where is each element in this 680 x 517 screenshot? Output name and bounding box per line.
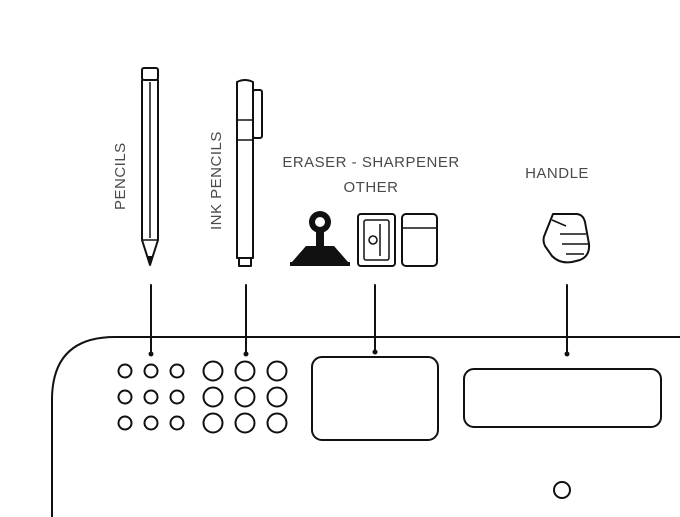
pencil-hole (117, 415, 133, 431)
pencil-hole (117, 363, 133, 379)
ink-pencil-hole (202, 412, 224, 434)
ink-pencil-hole (266, 412, 288, 434)
ink-pen-icon (236, 79, 263, 267)
label-pencils: PENCILS (112, 142, 129, 210)
connector-lines (148, 284, 570, 357)
label-handle: HANDLE (525, 165, 589, 182)
label-eraser-sharpener: ERASER - SHARPENER (282, 154, 459, 171)
ink-pencil-hole (234, 386, 256, 408)
eraser-sharpener-compartment (311, 356, 439, 441)
label-other: OTHER (344, 179, 399, 196)
sharpener-icon (357, 213, 396, 267)
pencil-hole (117, 389, 133, 405)
tray-outline (51, 336, 680, 517)
ink-pencil-holes-grid (202, 360, 288, 434)
pencil-hole (143, 389, 159, 405)
pencil-hole (143, 415, 159, 431)
eraser-icon (401, 213, 438, 267)
ink-pencil-hole (266, 360, 288, 382)
pencil-hole (143, 363, 159, 379)
ink-pencil-hole (202, 360, 224, 382)
pencil-hole (169, 363, 185, 379)
pencil-hole (169, 389, 185, 405)
ink-pencil-hole (266, 386, 288, 408)
pencil-holes-grid (117, 363, 185, 431)
bulldog-clip-icon (290, 211, 350, 266)
fist-handle-icon (542, 213, 591, 264)
handle-compartment (463, 368, 662, 428)
ink-pencil-hole (202, 386, 224, 408)
pencil-icon (141, 67, 159, 266)
bottom-hole (553, 481, 571, 499)
pencil-hole (169, 415, 185, 431)
ink-pencil-hole (234, 412, 256, 434)
ink-pencil-hole (234, 360, 256, 382)
label-ink-pencils: INK PENCILS (208, 131, 225, 230)
